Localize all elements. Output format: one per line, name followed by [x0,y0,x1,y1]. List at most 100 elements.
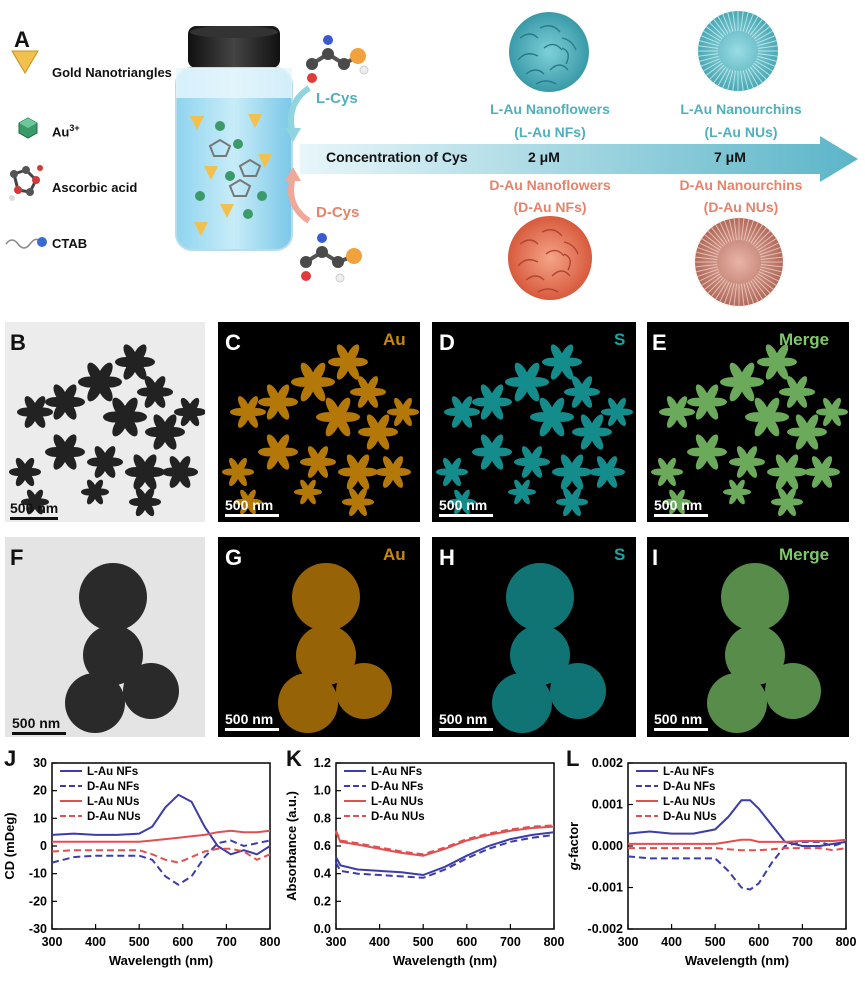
series-line-0 [335,831,555,877]
y-tick-label: 30 [33,756,47,770]
concentration-arrow [300,136,858,182]
triangle-icon [11,50,39,74]
scalebar-line [225,514,279,517]
scalebar-line [439,728,493,731]
map-label-au: Au [383,330,406,349]
x-axis-label: Wavelength (nm) [109,953,213,968]
d-nus-abbr: (D-Au NUs) [703,199,779,215]
map-label-au: Au [383,545,406,564]
y-tick-label: 0.4 [314,867,331,881]
legend-label: D-Au NFs [371,781,423,793]
series-line-3 [628,847,847,852]
panel-label-k: K [286,746,302,771]
y-tick-label: 1.0 [314,784,331,798]
eds-au-urchins [278,563,392,733]
eds-au-cluster [222,344,419,517]
eds-map-merge-nanoflowers [647,322,849,522]
d-nanourchins-label: D-Au Nanourchins [679,177,803,193]
x-tick-label: 500 [129,935,150,949]
panel-label-a: A [14,27,30,52]
x-tick-label: 600 [172,935,193,949]
scalebar-line [654,514,708,517]
scalebar-label: 500 nm [654,497,703,513]
scalebar-line [12,732,66,735]
plot-frame [51,762,271,930]
l-nfs-abbr: (L-Au NFs) [514,124,586,140]
x-axis-label: Wavelength (nm) [685,953,789,968]
y-axis-label: g-factor [568,822,581,871]
legend-label: L-Au NUs [663,796,715,808]
l-nanoflowers-label: L-Au Nanoflowers [490,101,610,117]
x-tick-label: 600 [456,935,477,949]
y-tick-label: -20 [29,894,47,908]
d-nanoflower-illustration [508,216,592,300]
x-tick-label: 700 [500,935,521,949]
scalebar-label: 500 nm [439,497,488,513]
y-tick-label: -10 [29,867,47,881]
l-cys-molecule-icon [306,35,369,83]
x-tick-label: 500 [413,935,434,949]
legend-label: L-Au NUs [371,796,423,808]
y-tick-label: 0.002 [592,756,623,770]
x-tick-label: 800 [260,935,281,949]
eds-map-merge-nanourchins [647,537,849,737]
scalebar-label: 500 nm [12,715,61,731]
eds-merge-urchins [707,563,821,733]
y-tick-label: 0.6 [314,839,331,853]
y-tick-label: 0.2 [314,894,331,908]
scalebar-label: 500 nm [225,497,274,513]
eds-map-au-nanoflowers [218,322,420,522]
legend-label: L-Au NFs [87,766,138,778]
series-line-2 [335,825,555,857]
map-label-s: S [614,330,626,349]
x-tick-label: 400 [661,935,682,949]
panel-label-c: C [225,330,241,355]
x-tick-label: 500 [705,935,726,949]
conc-7um: 7 μM [714,149,746,165]
scalebar-line [439,514,493,517]
curved-arrow-down-icon [285,85,311,142]
legend-label-ascorbic-acid: Ascorbic acid [52,180,138,195]
panel-label-d: D [439,330,455,355]
eds-merge-cluster [651,344,848,517]
x-tick-label: 400 [85,935,106,949]
tem-image-nanoflowers [5,322,205,522]
d-nanoflowers-label: D-Au Nanoflowers [489,177,611,193]
y-axis-label: Absorbance (a.u.) [284,791,299,901]
legend-label: L-Au NFs [371,766,422,778]
y-tick-label: -0.002 [588,922,623,936]
scalebar-label: 500 nm [225,711,274,727]
eds-map-au-nanourchins [218,537,420,737]
x-tick-label: 700 [216,935,237,949]
legend-label: D-Au NUs [663,811,717,823]
y-tick-label: -30 [29,922,47,936]
scalebar-label: 500 nm [439,711,488,727]
scalebar-line [10,517,58,520]
y-tick-label: 1.2 [314,756,331,770]
series-line-0 [627,799,847,847]
arrow-label: Concentration of Cys [326,149,468,165]
d-cys-label: D-Cys [316,204,360,221]
series-line-2 [628,838,847,845]
y-tick-label: 10 [33,811,47,825]
tem-nanoflower-cluster [9,344,205,517]
legend-label: D-Au NFs [663,781,715,793]
l-nanoflower-illustration [509,12,589,92]
l-nus-abbr: (L-Au NUs) [704,124,778,140]
series-line-1 [627,840,847,891]
tem-nanourchin-cluster [65,563,179,733]
d-cys-molecule-icon [300,233,362,283]
surfactant-icon [5,237,47,249]
legend-label: D-Au NUs [87,811,141,823]
x-tick-label: 700 [792,935,813,949]
legend-label: D-Au NUs [371,811,425,823]
panel-label-h: H [439,545,455,570]
eds-map-s-nanourchins [432,537,636,737]
tem-image-nanourchins [5,537,205,737]
panel-label-l: L [566,746,580,771]
y-tick-label: 0 [40,839,47,853]
scalebar-label: 500 nm [10,500,59,516]
d-nanourchin-illustration [693,216,785,308]
